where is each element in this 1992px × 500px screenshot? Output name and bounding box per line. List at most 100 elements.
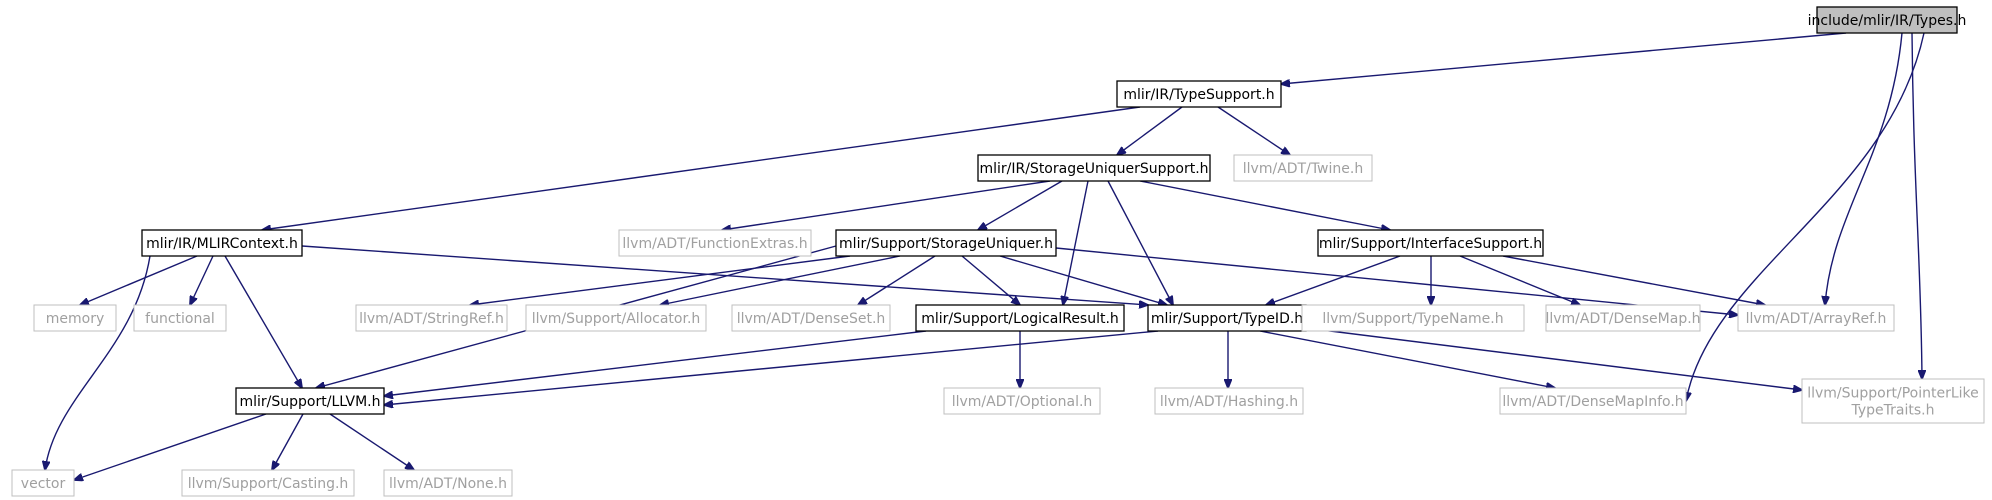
edge-typesupport-to-storageuniquersupport [1117, 106, 1183, 155]
node-label: memory [46, 311, 105, 327]
edge-storageuniquer-to-stringref [470, 255, 851, 305]
node-label: vector [21, 476, 66, 492]
edge-typeid-to-densemapinfo [1259, 330, 1555, 388]
node-label: llvm/Support/TypeName.h [1322, 311, 1503, 327]
node-stringref[interactable]: llvm/ADT/StringRef.h [355, 304, 508, 332]
node-box [943, 387, 1101, 415]
node-denseset[interactable]: llvm/ADT/DenseSet.h [731, 304, 891, 332]
node-label: llvm/Support/PointerLike [1807, 386, 1979, 402]
node-memory[interactable]: memory [33, 304, 117, 332]
edge-types-to-arrayref [1825, 32, 1903, 305]
edge-logicalresult-to-llvm [384, 330, 927, 396]
node-functionextras[interactable]: llvm/ADT/FunctionExtras.h [618, 229, 812, 257]
node-label: llvm/ADT/DenseMap.h [1545, 311, 1700, 327]
edge-mlircontext-to-llvm [224, 255, 302, 388]
edge-llvm-to-none [329, 413, 414, 470]
node-none[interactable]: llvm/ADT/None.h [383, 469, 513, 497]
node-box [181, 469, 355, 497]
node-box [1233, 154, 1373, 182]
edge-storageuniquer-to-arrayref [1055, 247, 1738, 315]
node-label: llvm/ADT/Hashing.h [1160, 394, 1298, 410]
node-logicalresult[interactable]: mlir/Support/LogicalResult.h [915, 304, 1125, 332]
edge-interfacesupport-to-densemap [1459, 255, 1580, 305]
node-storageuniquer[interactable]: mlir/Support/StorageUniquer.h [835, 229, 1057, 257]
node-twine[interactable]: llvm/ADT/Twine.h [1233, 154, 1373, 182]
node-box [133, 304, 227, 332]
node-arrayref[interactable]: llvm/ADT/ArrayRef.h [1737, 304, 1895, 332]
node-label: llvm/ADT/FunctionExtras.h [622, 236, 807, 252]
edge-storageuniquersupport-to-storageuniquer [978, 180, 1063, 230]
node-box [731, 304, 891, 332]
edge-storageuniquer-to-logicalresult [961, 255, 1020, 305]
node-label: functional [145, 311, 215, 327]
node-label: llvm/ADT/Optional.h [952, 394, 1093, 410]
edge-types-to-densemapinfo [1686, 32, 1925, 401]
node-types: include/mlir/IR/Types.h [1808, 6, 1967, 34]
node-label: llvm/Support/Allocator.h [532, 311, 701, 327]
node-label: mlir/Support/TypeID.h [1151, 311, 1303, 327]
node-box [235, 387, 385, 415]
node-mlircontext[interactable]: mlir/IR/MLIRContext.h [141, 229, 303, 257]
edge-llvm-to-casting [272, 413, 304, 470]
node-box [1116, 80, 1282, 108]
node-label: include/mlir/IR/Types.h [1808, 13, 1967, 29]
node-densemapinfo[interactable]: llvm/ADT/DenseMapInfo.h [1499, 387, 1687, 415]
node-label: mlir/Support/StorageUniquer.h [839, 236, 1053, 252]
node-box [1147, 304, 1307, 332]
edge-storageuniquersupport-to-logicalresult [1063, 180, 1089, 305]
node-label: mlir/IR/TypeSupport.h [1123, 87, 1274, 103]
node-label: llvm/ADT/Twine.h [1243, 161, 1363, 177]
node-box [1154, 387, 1304, 415]
node-hashing[interactable]: llvm/ADT/Hashing.h [1154, 387, 1304, 415]
edge-typeid-to-pointerlike [1305, 327, 1802, 390]
node-casting[interactable]: llvm/Support/Casting.h [181, 469, 355, 497]
node-label: llvm/Support/Casting.h [188, 476, 349, 492]
edge-interfacesupport-to-arrayref [1502, 255, 1765, 305]
node-label: mlir/Support/InterfaceSupport.h [1319, 236, 1542, 252]
node-interfacesupport[interactable]: mlir/Support/InterfaceSupport.h [1317, 229, 1544, 257]
edge-types-to-typesupport [1281, 32, 1847, 84]
node-typeid[interactable]: mlir/Support/TypeID.h [1147, 304, 1307, 332]
node-label: mlir/Support/LogicalResult.h [921, 311, 1119, 327]
node-label: llvm/ADT/DenseMapInfo.h [1502, 394, 1683, 410]
node-box [11, 469, 75, 497]
node-box [835, 229, 1057, 257]
edge-mlircontext-to-functional [190, 255, 214, 305]
node-optional[interactable]: llvm/ADT/Optional.h [943, 387, 1101, 415]
node-box [1801, 378, 1985, 424]
node-allocator[interactable]: llvm/Support/Allocator.h [525, 304, 707, 332]
edge-typesupport-to-mlircontext [262, 106, 1141, 230]
node-vector[interactable]: vector [11, 469, 75, 497]
edge-storageuniquersupport-to-functionextras [722, 180, 1051, 230]
edge-typesupport-to-twine [1217, 106, 1290, 155]
edge-mlircontext-to-typeid [301, 245, 1148, 305]
node-typesupport[interactable]: mlir/IR/TypeSupport.h [1116, 80, 1282, 108]
node-box [1545, 304, 1701, 332]
edge-storageuniquer-to-allocator [660, 255, 901, 305]
node-box [383, 469, 513, 497]
node-label: llvm/ADT/DenseSet.h [737, 311, 886, 327]
edge-storageuniquersupport-to-interfacesupport [1139, 180, 1390, 230]
edge-interfacesupport-to-typeid [1266, 255, 1401, 305]
node-box [1317, 229, 1544, 257]
node-label: llvm/ADT/ArrayRef.h [1746, 311, 1887, 327]
nodes-layer: include/mlir/IR/Types.h mlir/IR/TypeSuppo… [11, 6, 1985, 497]
node-densemap[interactable]: llvm/ADT/DenseMap.h [1545, 304, 1701, 332]
node-box [33, 304, 117, 332]
node-label: mlir/IR/MLIRContext.h [146, 236, 298, 252]
node-llvm[interactable]: mlir/Support/LLVM.h [235, 387, 385, 415]
node-label: mlir/Support/LLVM.h [240, 394, 381, 410]
node-typename[interactable]: llvm/Support/TypeName.h [1301, 304, 1525, 332]
node-storageuniquersupport[interactable]: mlir/IR/StorageUniquerSupport.h [977, 154, 1211, 182]
node-functional[interactable]: functional [133, 304, 227, 332]
node-box [618, 229, 812, 257]
edge-typeid-to-llvm [384, 330, 1159, 405]
node-box [1499, 387, 1687, 415]
node-box [355, 304, 508, 332]
node-box [1737, 304, 1895, 332]
node-box [915, 304, 1125, 332]
edge-types-to-pointerlike [1911, 32, 1922, 379]
